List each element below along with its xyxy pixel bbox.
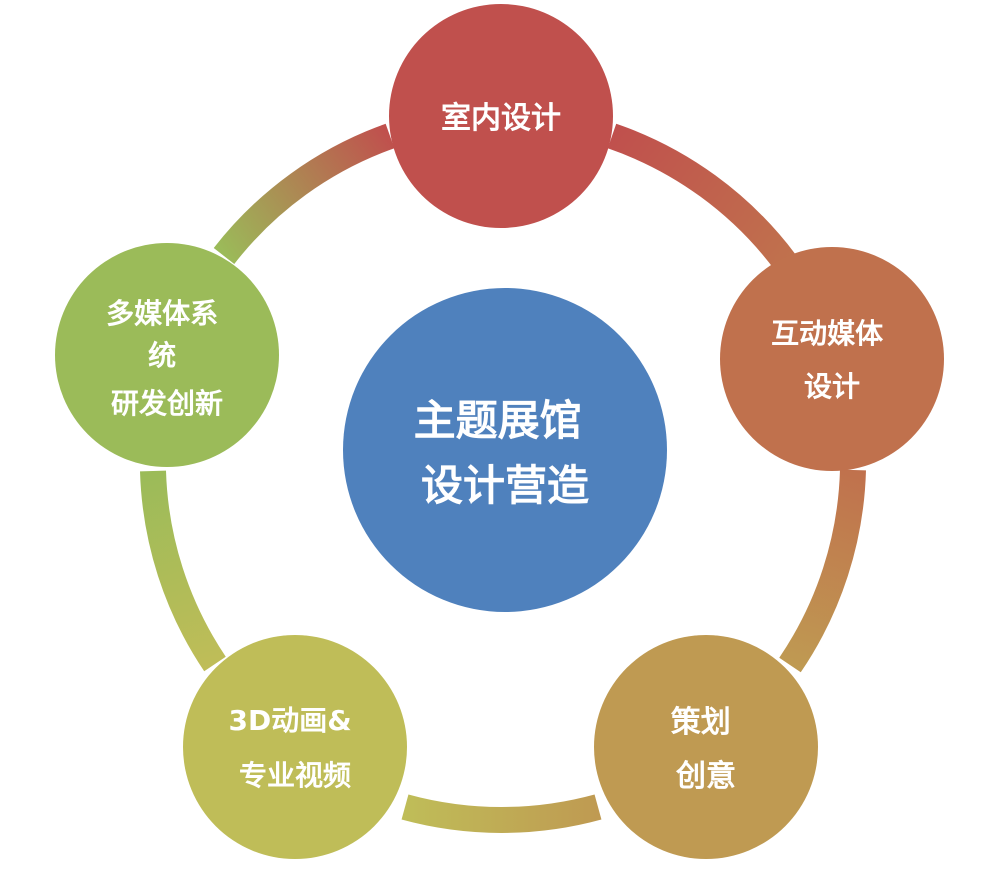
node-label-planning-creativity-line-1: 创意 [675,759,736,794]
node-multimedia-rd: 多媒体系 统 研发创新 [55,243,279,467]
center-node: 主题展馆 设计营造 [343,288,667,612]
node-label-interactive-media-design: 互动媒体 设计 [771,317,893,403]
node-label-multimedia-rd-line-0: 多媒体系 [106,297,218,330]
ring-segment-0 [607,123,796,270]
node-label-planning-creativity-line-0: 策划 [671,705,731,740]
node-label-interactive-media-design-line-0: 互动媒体 [771,317,884,350]
node-label-animation-video: 3D动画& 专业视频 [229,704,362,792]
ring-segment-4 [213,123,395,265]
node-circle-multimedia-rd [55,243,279,467]
node-label-interior-design: 室内设计 [441,101,561,136]
node-interior-design: 室内设计 [389,4,613,228]
node-circle-interior-design [389,4,613,228]
ring [140,123,866,833]
center-label-line-0: 主题展馆 [414,396,582,445]
node-label-animation-video-line-0: 3D动画& [229,704,352,737]
node-circle-interactive-media-design [720,247,944,471]
node-circle-animation-video [183,635,407,859]
node-label-multimedia-rd: 多媒体系 统 研发创新 [106,297,228,420]
node-label-planning-creativity: 策划 创意 [671,705,741,794]
node-animation-video: 3D动画& 专业视频 [183,635,407,859]
node-planning-creativity: 策划 创意 [594,635,818,859]
ring-segment-1 [779,469,866,673]
node-circle-planning-creativity [594,635,818,859]
ring-segment-2 [401,794,602,833]
node-label-interior-design-line-0: 室内设计 [441,101,561,136]
node-label-multimedia-rd-line-2: 研发创新 [111,387,223,420]
node-label-multimedia-rd-line-1: 统 [148,339,176,372]
center-circle [343,288,667,612]
center-label-line-1: 设计营造 [421,461,589,510]
node-label-interactive-media-design-line-1: 设计 [804,370,860,403]
node-interactive-media-design: 互动媒体 设计 [720,247,944,471]
ring-segment-3 [140,470,226,672]
node-label-animation-video-line-1: 专业视频 [239,759,351,792]
center-label: 主题展馆 设计营造 [414,396,597,510]
